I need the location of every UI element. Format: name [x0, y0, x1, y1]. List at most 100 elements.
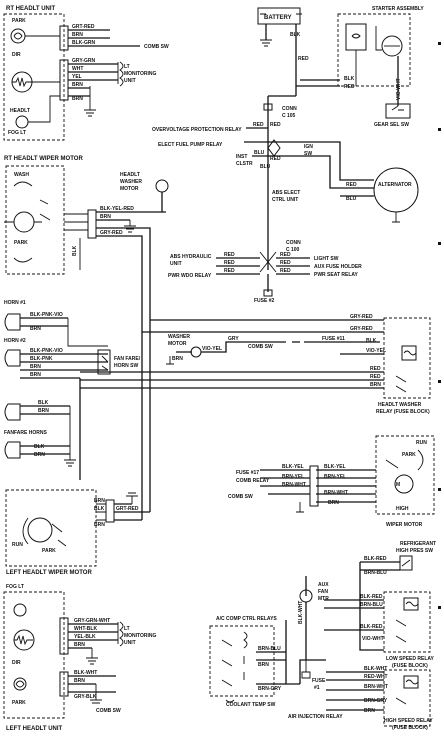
wire-brn-l1: BRN	[94, 498, 105, 504]
wire-brn-h2: BRN	[30, 364, 41, 370]
conn-c105-group: CONN C 105 OVERVOLTAGE PROTECTION RELAY …	[152, 95, 419, 270]
dir-label-top: DIR	[12, 52, 21, 58]
wire-blu-alt: BLU	[346, 196, 357, 202]
wire-red-c: RED	[270, 156, 281, 162]
wire-brn-ff2: BRN	[34, 452, 45, 458]
wire-gry-grn-wht: GRY-GRN-WHT	[74, 618, 110, 624]
abs-elect-ctrl-label: CTRL UNIT	[272, 197, 298, 203]
comb-sw-label-1: COMB SW	[144, 44, 169, 50]
fanfare-horn-1-icon	[4, 403, 21, 421]
lt-monitoring-bottom-a: LT	[124, 626, 130, 632]
abs-elect-a: ABS ELECT	[272, 190, 300, 196]
rt-headlt-unit: RT HEADLT UNIT PARK DIR HEADLT FOG LT	[3, 6, 69, 141]
wire-blk-wht-b: BLK-WHT	[74, 670, 97, 676]
wire-brn-ac: BRN	[258, 662, 269, 668]
fuse-2-label: FUSE #2	[254, 298, 275, 304]
wire-gry-blk: GRY-BLK	[74, 694, 97, 700]
washer-motor-label: MOTOR	[168, 341, 187, 347]
c100-red-1: RED	[224, 252, 235, 258]
wire-blk-st: BLK	[344, 76, 355, 82]
ign-sw-label: SW	[304, 151, 312, 157]
c100-red-2: RED	[224, 260, 235, 266]
wire-gry-grn: GRY-GRN	[72, 58, 96, 64]
c100-red-3: RED	[224, 268, 235, 274]
park-wiper-label: PARK	[14, 240, 28, 246]
conn-c100-label: C 100	[286, 247, 300, 253]
aux-fuse-holder-label: AUX FUSE HOLDER	[314, 264, 362, 270]
refrigerant-label: HIGH PRES SW	[396, 548, 433, 554]
comb-sw-b-label: COMB SW	[96, 708, 121, 714]
wire-gry-red-r2: GRY-RED	[350, 326, 373, 332]
aux-fan-a: AUX	[318, 582, 329, 588]
wire-brn-blu-ac: BRN-BLU	[258, 646, 281, 652]
horn-1-icon	[4, 313, 21, 331]
wire-yel-blk: YEL-BLK	[74, 634, 96, 640]
wire-blu-a: BLU	[254, 150, 265, 156]
wire-red-r1: RED	[370, 366, 381, 372]
fanfare-horn-2-icon	[4, 441, 21, 459]
wire-brn-b2: BRN	[74, 678, 85, 684]
washer-motor-a: WASHER	[168, 334, 190, 340]
wire-red-st: RED	[344, 84, 355, 90]
ac-comp-ctrl: A/C COMP CTRL RELAYS BRN-BLU BRN BRN-GRY…	[209, 616, 326, 708]
fog-lt-label-top: FOG LT	[8, 130, 26, 136]
fan-relays: REFRIGERANT HIGH PRES SW BLK-RED BRN-BLU…	[288, 541, 436, 731]
wire-brn-gry-h: BRN-GRY	[364, 698, 388, 704]
lt-monitoring-bottom: MONITORING	[124, 633, 157, 639]
aux-fan-b: FAN	[318, 589, 328, 595]
fog-lt-bottom-label: FOG LT	[6, 584, 24, 590]
wire-wht-blk: WHT-BLK	[74, 626, 97, 632]
wire-brn-h3: BRN	[30, 372, 41, 378]
dir-bottom-label: DIR	[12, 660, 21, 666]
wire-grt-red-l: GRT-RED	[116, 506, 139, 512]
ac-comp-ctrl-label: A/C COMP CTRL RELAYS	[216, 616, 277, 622]
c100-red-6: RED	[280, 268, 291, 274]
elect-fuel-pump-label: ELECT FUEL PUMP RELAY	[158, 142, 223, 148]
wire-brn-1: BRN	[72, 32, 83, 38]
wiper-motor-m: M	[396, 482, 400, 488]
wire-brn-blu-a: BRN-BLU	[360, 602, 383, 608]
headlt-label-top: HEADLT	[10, 108, 30, 114]
left-headlt-wiper-motor: RUN PARK BRN BLK GRT-RED BRN LEFT HEADLT…	[5, 320, 151, 576]
pwr-seat-relay-label: PWR SEAT RELAY	[314, 272, 359, 278]
pwr-wdo-relay-label: PWR WDO RELAY	[168, 273, 212, 279]
wire-red-alt: RED	[346, 182, 357, 188]
wire-blk-ff2: BLK	[34, 444, 45, 450]
fuse-11-label: FUSE #11	[322, 336, 345, 342]
horn-2-icon	[4, 349, 21, 367]
high-speed-relay-a: HIGH SPEED RELAY	[384, 718, 433, 724]
comb-sw-w-label: COMB SW	[228, 494, 253, 500]
wire-blk-r1: BLK	[366, 338, 377, 344]
wire-brn-gry: BRN-GRY	[258, 686, 282, 692]
wire-vio-yel: VIO-YEL	[202, 346, 222, 352]
wire-brn-h: BRN	[364, 708, 375, 714]
wire-brn-wht-1: BRN-WHT	[282, 482, 306, 488]
wire-blk-yel-red: BLK-YEL-RED	[100, 206, 134, 212]
wire-blk-grn-1: BLK-GRN	[72, 40, 95, 46]
wire-brn-wht-2: BRN-WHT	[324, 490, 348, 496]
wire-brn-3: BRN	[72, 96, 83, 102]
wire-brn-2: BRN	[72, 82, 83, 88]
lt-monitoring-top: MONITORING	[124, 71, 157, 77]
wire-blk-pnk-vio-2: BLK-PNK-VIO	[30, 348, 63, 354]
rt-headlt-wiper-motor: RT HEADLT WIPER MOTOR WASH PARK BLK-YEL-…	[4, 156, 169, 320]
overvoltage-label: OVERVOLTAGE PROTECTION RELAY	[152, 127, 242, 133]
gear-sel-sw-label: GEAR SEL SW	[374, 122, 409, 128]
fuse-1-a: FUSE	[312, 678, 326, 684]
wire-gry-red-w: GRY-RED	[100, 230, 123, 236]
wire-brn-h1: BRN	[30, 326, 41, 332]
wire-blk-red-a: BLK-RED	[360, 594, 383, 600]
rt-headlt-unit-label: RT HEADLT UNIT	[6, 6, 56, 12]
wire-brn-wm: BRN	[172, 356, 183, 362]
wire-yel-1: YEL	[72, 74, 82, 80]
wire-brn-yel-1: BRN-YEL	[282, 474, 304, 480]
park-left-label: PARK	[42, 548, 56, 554]
lt-monitoring-bottom-c: UNIT	[124, 640, 136, 646]
abs-hydraulic-label: UNIT	[170, 261, 182, 267]
horn-2-label: HORN #2	[4, 338, 26, 344]
left-headlt-unit-label: LEFT HEADLT UNIT	[6, 726, 63, 732]
wire-blk-wht-h: BLK-WHT	[364, 666, 387, 672]
lt-monitoring-top-3: UNIT	[124, 78, 136, 84]
wire-gry-red-r1: GRY-RED	[350, 314, 373, 320]
